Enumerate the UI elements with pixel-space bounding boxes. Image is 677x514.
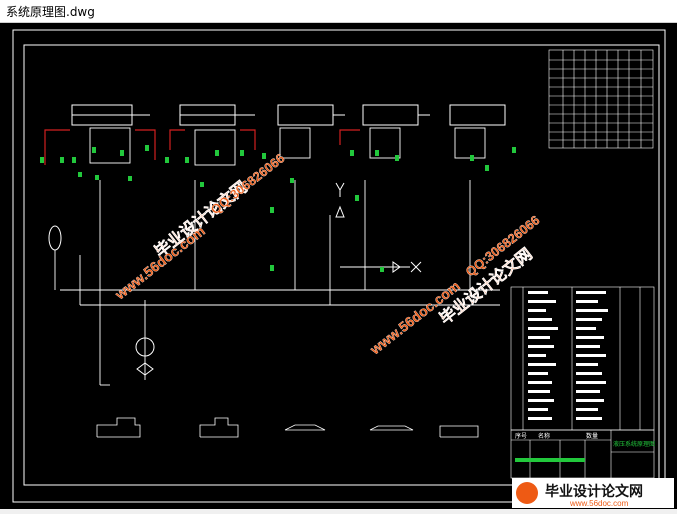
red-lines bbox=[44, 129, 360, 165]
logo-brand-cn: 毕业设计论文网 bbox=[545, 483, 643, 500]
title-block-label-name: 名称 bbox=[538, 432, 550, 440]
site-logo-badge: 毕业设计论文网 www.56doc.com bbox=[512, 478, 674, 508]
watermark-qq-1: QQ:306826066 bbox=[208, 150, 288, 217]
cad-canvas[interactable]: 序号 名称 数量 液压系统原理图 毕业设计论文网 www.56doc.com Q… bbox=[0, 23, 677, 509]
green-bar bbox=[515, 458, 585, 462]
watermark-2: www.56doc.com bbox=[111, 222, 208, 303]
cross-marks bbox=[335, 182, 422, 273]
green-markers bbox=[40, 145, 516, 272]
profile-sketches bbox=[96, 417, 479, 438]
title-block-label-qty: 数量 bbox=[586, 432, 598, 440]
logo-url: www.56doc.com bbox=[569, 499, 629, 508]
window-titlebar: 系统原理图.dwg bbox=[0, 0, 677, 23]
title-block-label: 序号 bbox=[515, 432, 527, 440]
inner-frame bbox=[23, 44, 660, 486]
cylinders bbox=[71, 104, 506, 126]
pump-group bbox=[48, 205, 401, 376]
hydraulic-lines bbox=[54, 127, 500, 386]
parts-table bbox=[548, 49, 654, 149]
watermark-3: QQ:306826066 bbox=[207, 150, 288, 217]
logo-ball-icon bbox=[516, 482, 538, 504]
rev-block-title: 液压系统原理图 bbox=[613, 440, 655, 448]
outer-frame bbox=[12, 29, 666, 503]
window-title: 系统原理图.dwg bbox=[6, 4, 95, 19]
watermark-url-1: www.56doc.com bbox=[111, 223, 208, 303]
drawing-svg: 序号 名称 数量 液压系统原理图 毕业设计论文网 www.56doc.com Q… bbox=[12, 29, 674, 508]
bom-text-bars bbox=[528, 291, 608, 420]
